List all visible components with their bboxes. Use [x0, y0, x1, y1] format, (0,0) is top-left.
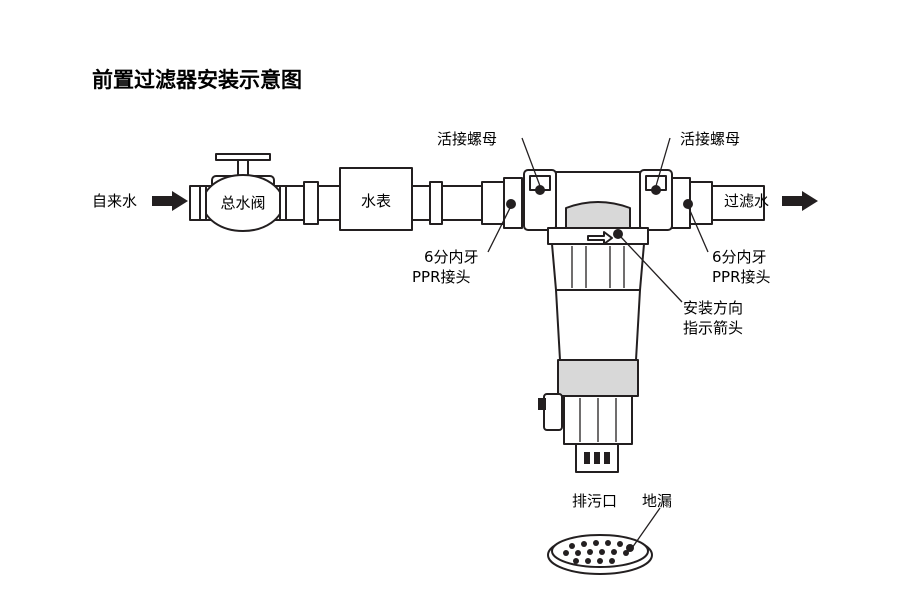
- arrow-label-line2: 指示箭头: [683, 319, 743, 337]
- left-union-nut-label: 活接螺母: [437, 130, 497, 148]
- direction-arrow-icon: [587, 231, 613, 245]
- diagram-title: 前置过滤器安装示意图: [92, 68, 302, 92]
- right-union-nut: [639, 169, 673, 231]
- leader-lines: [487, 137, 709, 549]
- pipe-segment-right: [711, 185, 765, 221]
- main-valve: [199, 153, 287, 232]
- water-meter-label: 水表: [361, 192, 391, 210]
- water-meter: [303, 167, 443, 231]
- filter-body: [551, 243, 645, 445]
- left-ppr-fitting: [481, 177, 523, 229]
- fitting-marker-icon: [683, 199, 693, 209]
- right-fitting-label-line2: PPR接头: [712, 268, 771, 286]
- left-union-nut: [523, 169, 557, 231]
- arrow-label-line1: 安装方向: [683, 299, 743, 317]
- outlet-arrow-icon: [782, 191, 818, 211]
- floor-drain: [547, 534, 653, 575]
- main-valve-label: 总水阀: [220, 194, 265, 212]
- left-fitting-label-line1: 6分内牙: [424, 248, 479, 266]
- floor-drain-label: 地漏: [642, 492, 672, 510]
- outlet-label: 过滤水: [724, 192, 769, 210]
- right-fitting-label-line1: 6分内牙: [712, 248, 767, 266]
- right-ppr-fitting: [671, 177, 713, 229]
- drain-label: 排污口: [572, 492, 617, 510]
- inlet-arrow-icon: [152, 191, 188, 211]
- drain-side-valve: [538, 393, 563, 431]
- left-fitting-label-line2: PPR接头: [412, 268, 471, 286]
- inlet-label: 自来水: [92, 192, 137, 210]
- drain-outlet: [575, 443, 619, 473]
- filter-head: [547, 171, 649, 245]
- fitting-marker-icon: [506, 199, 516, 209]
- right-union-nut-label: 活接螺母: [680, 130, 740, 148]
